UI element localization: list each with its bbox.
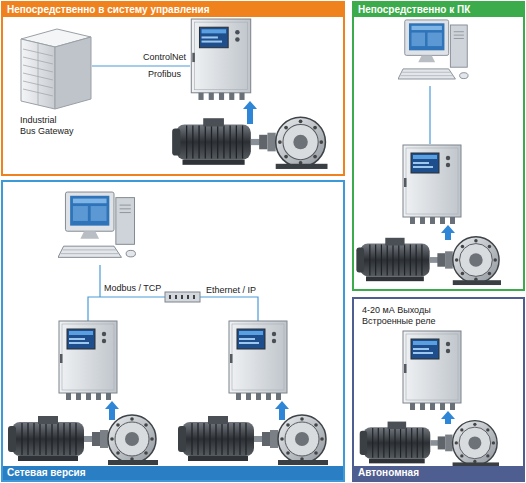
signal-arrow: [243, 101, 257, 124]
personal-computer: [58, 192, 135, 257]
motor-pump: [178, 415, 328, 465]
signal-arrow: [105, 401, 119, 420]
switch-ports: [170, 295, 194, 299]
pc-cable: [429, 86, 430, 144]
motor-pump: [356, 237, 501, 285]
signal-arrow: [441, 225, 455, 240]
node-label: Industrial Bus Gateway: [20, 115, 74, 137]
control-cabinet: [191, 19, 250, 100]
gateway-node: Industrial Bus Gateway: [17, 27, 97, 149]
motor-pump: [360, 421, 499, 467]
protocol-label: Ethernet / IP: [206, 285, 272, 296]
motor-pump: [172, 117, 327, 169]
panel-heading: Сетевая версия: [3, 466, 343, 480]
server-rack: [21, 29, 91, 109]
section-panel: Непосредственно к ПК: [352, 1, 525, 291]
bus-line: [92, 65, 190, 66]
network-cable: [99, 265, 100, 297]
motor-pump: [8, 415, 158, 465]
section-panel: Непосредственно в систему управленияIndu…: [1, 1, 345, 176]
protocol-label: Modbus / TCP: [104, 283, 164, 294]
protocol-label: Profibus: [148, 69, 208, 80]
personal-computer: [398, 20, 468, 79]
control-cabinet: [229, 321, 287, 400]
panel-heading: Непосредственно к ПК: [354, 3, 523, 17]
signal-arrow: [441, 411, 455, 424]
section-panel: Сетевая версия: [1, 180, 345, 482]
protocol-label: ControlNet: [143, 52, 203, 63]
network-switch: [165, 292, 200, 302]
server-rack: [17, 27, 93, 111]
control-cabinet: [59, 321, 117, 400]
protocol-label: 4-20 мА Выходы Встроенные реле: [362, 305, 442, 327]
panel-heading: Автономная: [354, 466, 523, 480]
control-cabinet: [403, 145, 461, 224]
panel-heading: Непосредственно в систему управления: [3, 3, 343, 17]
control-cabinet: [403, 331, 461, 410]
signal-arrow: [275, 401, 289, 420]
